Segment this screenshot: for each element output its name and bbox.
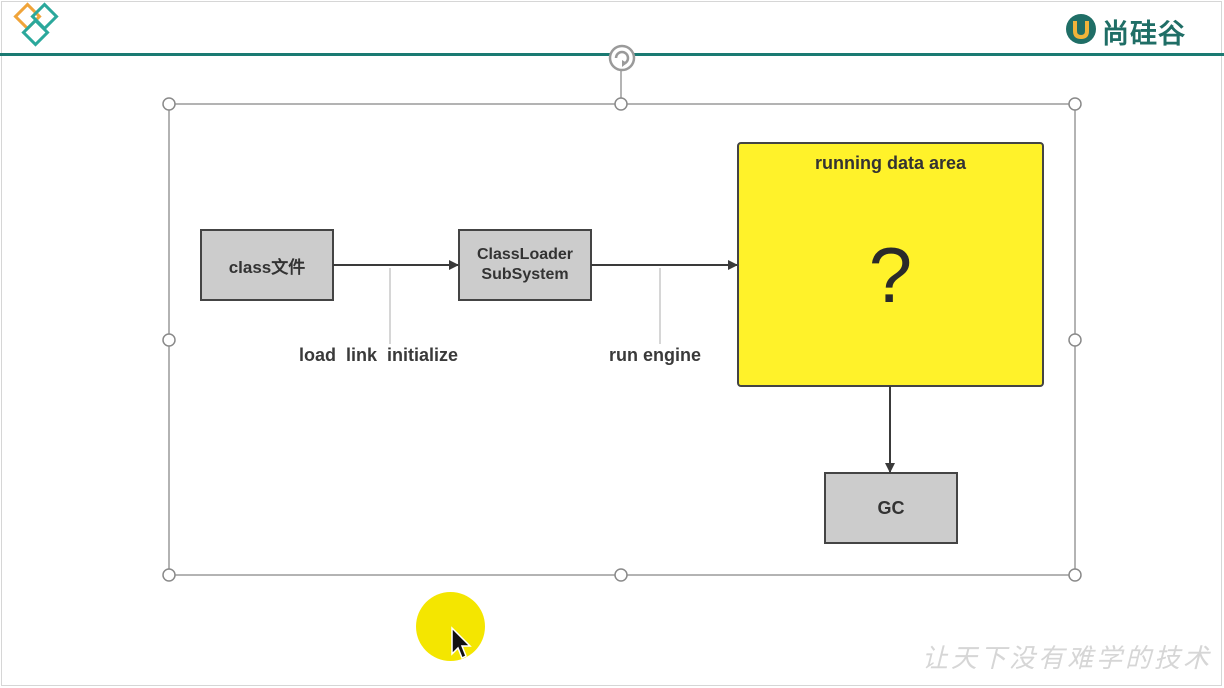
- brand-u-icon: [1066, 14, 1096, 44]
- classloader-label-line1: ClassLoader: [476, 246, 574, 263]
- class-file-label: class文件: [228, 257, 306, 277]
- selection-handles[interactable]: [162, 97, 1082, 582]
- class-file-box: [200, 229, 334, 301]
- edge-label-load-link-initialize: load link initialize: [299, 345, 459, 365]
- classloader-label-line2: SubSystem: [481, 266, 569, 283]
- mouse-cursor-icon: [451, 626, 472, 660]
- brand-name: 尚硅谷: [1102, 19, 1186, 50]
- cursor-highlight: [416, 592, 485, 661]
- edge-label-run-engine: run engine: [609, 345, 702, 365]
- brand-logo: 尚硅谷: [1064, 10, 1204, 50]
- diamond-logo-icon: [13, 2, 59, 47]
- classloader-box: [458, 229, 592, 301]
- gc-box: [824, 472, 958, 544]
- gc-label: GC: [877, 497, 905, 518]
- running-data-area-title: running data area: [814, 152, 967, 173]
- rotate-handle-icon[interactable]: [606, 42, 638, 74]
- running-data-area-symbol: ?: [868, 230, 913, 319]
- classloader-label: ClassLoader SubSystem: [459, 230, 591, 300]
- watermark-slogan: 让天下没有难学的技术: [922, 644, 1213, 674]
